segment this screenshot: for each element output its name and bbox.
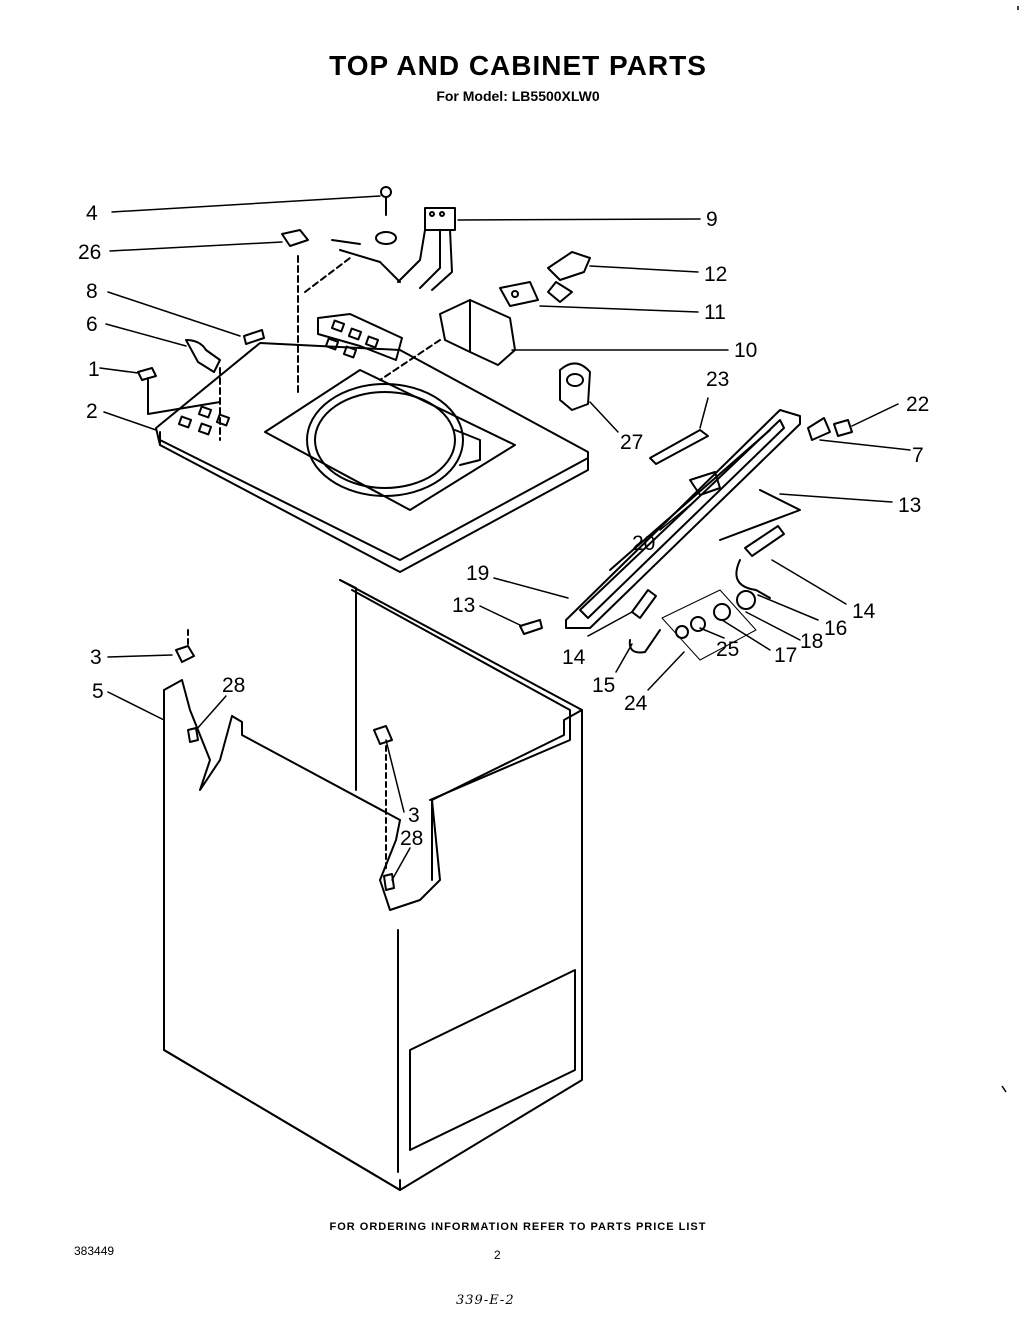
small-parts-top xyxy=(137,186,591,411)
top-panel-drawing xyxy=(147,255,589,573)
callout-27: 27 xyxy=(620,431,643,454)
callout-5: 5 xyxy=(92,680,104,703)
page-number: 2 xyxy=(494,1248,501,1262)
callout-28-right: 28 xyxy=(400,827,423,850)
callout-labels: 4 26 8 6 1 2 9 12 11 10 23 22 7 27 13 20… xyxy=(78,202,929,850)
callout-16: 16 xyxy=(824,617,847,640)
callout-6: 6 xyxy=(86,313,98,336)
lid-switch-parts xyxy=(519,525,785,661)
document-number: 383449 xyxy=(74,1244,115,1258)
callout-10: 10 xyxy=(734,339,757,362)
callout-24: 24 xyxy=(624,692,648,715)
callout-28-left: 28 xyxy=(222,674,245,697)
lid-drawing xyxy=(565,409,853,629)
model-subtitle: For Model: LB5500XLW0 xyxy=(436,88,600,104)
handwritten-note: 339-E-2 xyxy=(456,1293,515,1308)
leader-lines xyxy=(99,195,911,881)
callout-12: 12 xyxy=(704,263,727,286)
callout-14-lower: 14 xyxy=(562,646,586,669)
callout-4: 4 xyxy=(86,202,98,225)
callout-1: 1 xyxy=(88,358,100,381)
callout-25: 25 xyxy=(716,638,739,661)
callout-11: 11 xyxy=(704,301,726,324)
callout-19: 19 xyxy=(466,562,489,585)
corner-mark xyxy=(1001,1085,1007,1093)
callout-15: 15 xyxy=(592,674,615,697)
callout-8: 8 xyxy=(86,280,98,303)
callout-3-left: 3 xyxy=(90,646,102,669)
page-title: TOP AND CABINET PARTS xyxy=(329,50,707,81)
callout-18: 18 xyxy=(800,630,823,653)
callout-22: 22 xyxy=(906,393,929,416)
callout-13-upper: 13 xyxy=(898,494,921,517)
callout-20: 20 xyxy=(632,532,655,555)
callout-23: 23 xyxy=(706,368,729,391)
callout-14-upper: 14 xyxy=(852,600,876,623)
ordering-info-note: FOR ORDERING INFORMATION REFER TO PARTS … xyxy=(329,1221,707,1233)
callout-26: 26 xyxy=(78,241,101,264)
callout-2: 2 xyxy=(86,400,98,423)
cabinet-drawing xyxy=(163,579,583,1191)
callout-13-lower: 13 xyxy=(452,594,475,617)
callout-3-right: 3 xyxy=(408,804,420,827)
callout-17: 17 xyxy=(774,644,797,667)
callout-9: 9 xyxy=(706,208,718,231)
callout-7: 7 xyxy=(912,444,924,467)
